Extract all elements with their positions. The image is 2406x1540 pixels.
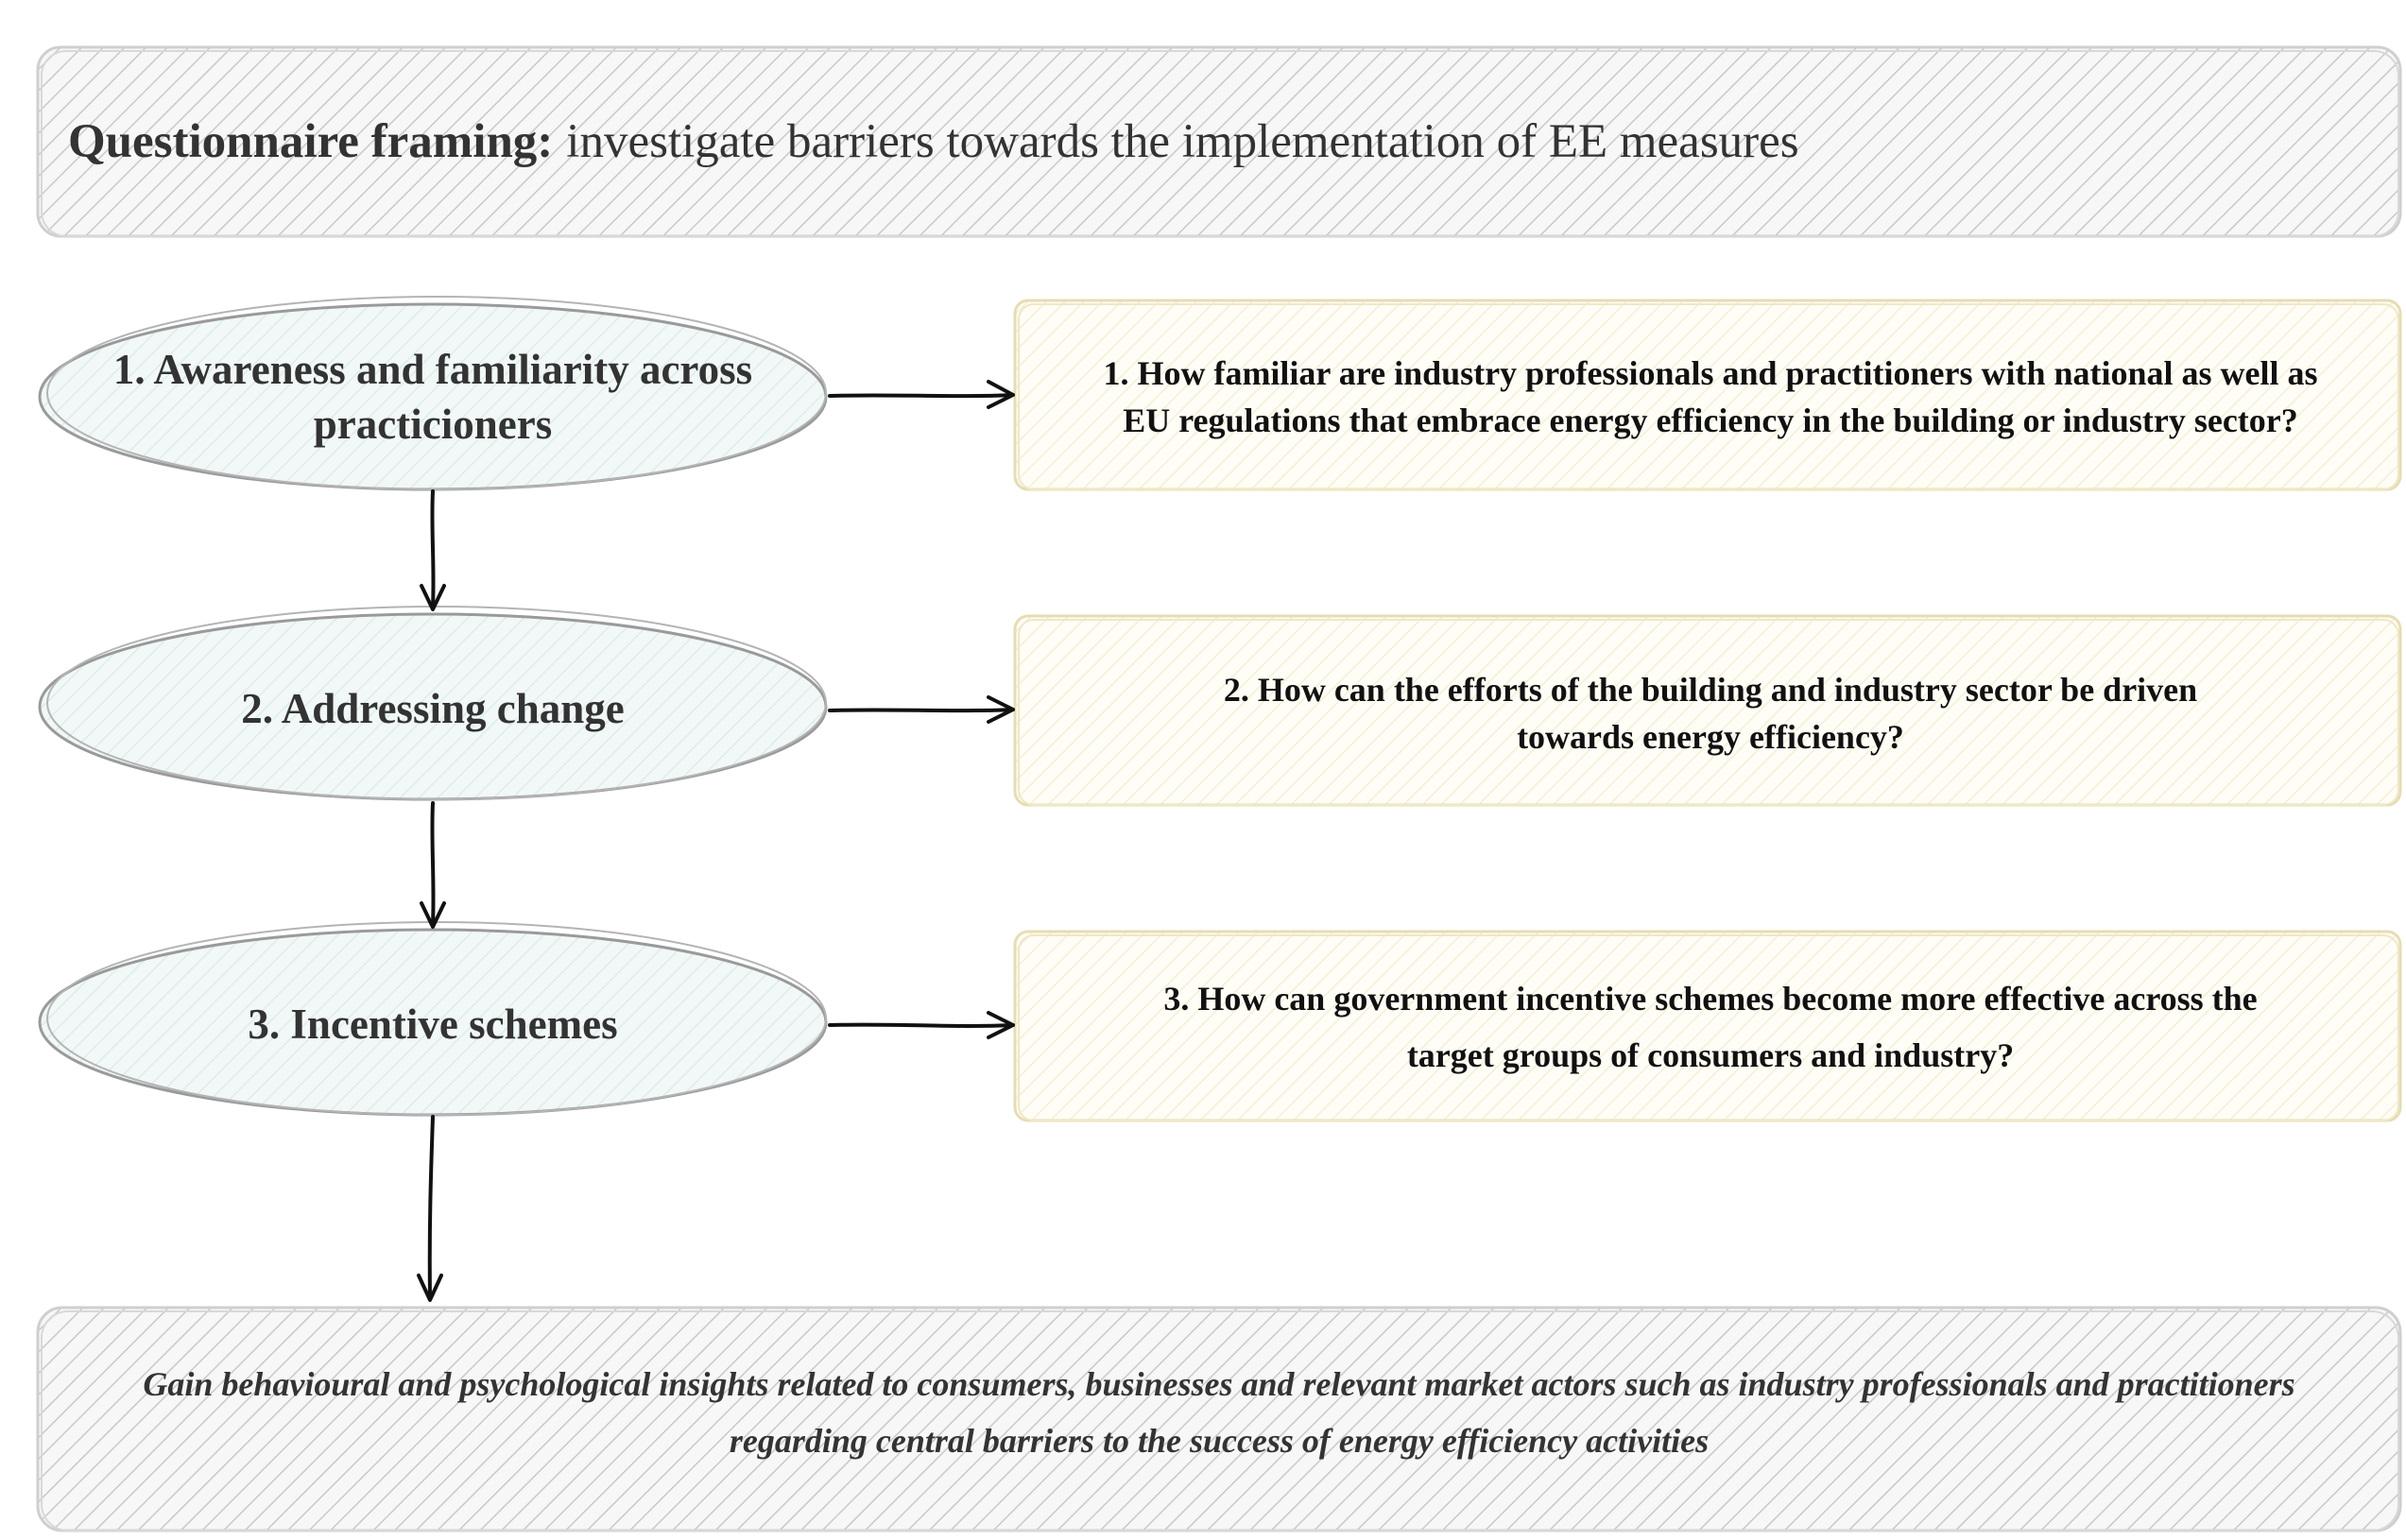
arrow-stage3-to-footer (417, 1115, 443, 1302)
question-box-1 (1013, 299, 2402, 491)
stage-ellipse-2 (38, 606, 828, 801)
stage-label-2: 2. Addressing change (241, 685, 625, 732)
footer-panel (36, 1306, 2402, 1532)
arrow-stage1-to-stage2 (420, 489, 446, 611)
arrow-stage3-to-question3 (828, 1011, 1015, 1039)
question-box-2 (1013, 614, 2402, 807)
arrow-stage1-to-question1 (828, 380, 1015, 409)
footer-text: Gain behavioural and psychological insig… (143, 1365, 2295, 1460)
question-text-3: 3. How can government incentive schemes … (1163, 980, 2258, 1074)
stage-label-1: 1. Awareness and familiarity across prac… (112, 346, 753, 448)
question-box-3 (1013, 930, 2402, 1122)
question-text-1: 1. How familiar are industry professiona… (1103, 354, 2318, 439)
header-title: Questionnaire framing: investigate barri… (68, 90, 2336, 194)
stage-ellipse-3 (38, 921, 828, 1117)
stage-ellipse-1 (38, 296, 828, 491)
header-title-text: investigate barriers towards the impleme… (566, 115, 1799, 168)
arrow-stage2-to-stage3 (420, 801, 446, 929)
arrow-stage2-to-question2 (828, 695, 1015, 724)
header-title-lead: Questionnaire framing: (68, 115, 554, 168)
question-text-2: 2. How can the efforts of the building a… (1223, 671, 2198, 756)
stage-label-3: 3. Incentive schemes (248, 1001, 618, 1048)
header-panel (36, 45, 2402, 238)
